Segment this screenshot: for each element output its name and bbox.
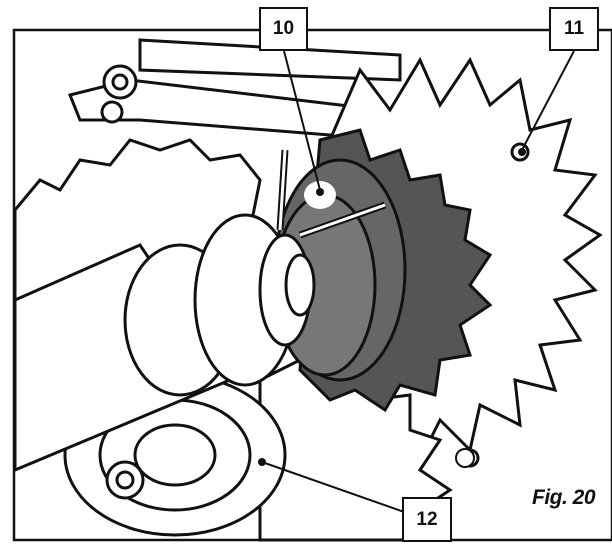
callout-10: 10 <box>259 7 308 51</box>
marking-symbol <box>455 448 475 468</box>
leader-dot-12 <box>258 458 266 466</box>
leader-lines <box>261 50 575 521</box>
figure-caption: Fig. 20 <box>532 486 596 509</box>
leader-line-10 <box>283 50 321 191</box>
leader-line-11 <box>521 50 575 151</box>
leader-line-12 <box>261 461 428 521</box>
leader-dot-11 <box>518 148 526 156</box>
shaft <box>13 213 316 473</box>
leader-dot-10 <box>316 188 324 196</box>
callout-12: 12 <box>402 497 452 542</box>
callout-11: 11 <box>549 7 599 51</box>
